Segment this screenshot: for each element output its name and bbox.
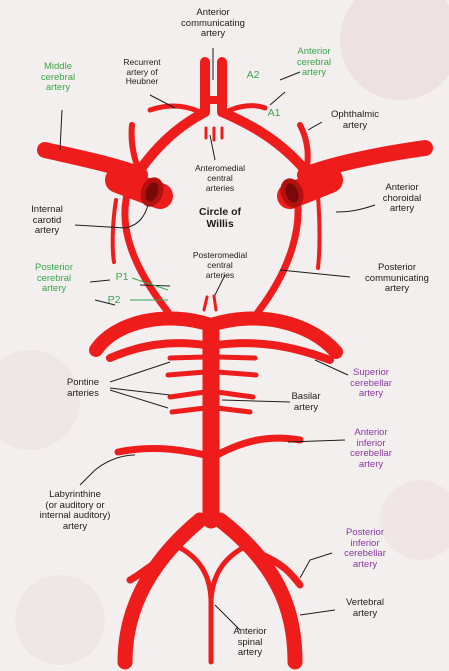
artery-network <box>45 62 425 662</box>
recurrent-artery-of-heubner <box>150 106 200 112</box>
label-posteromedial: Posteromedial central arteries <box>180 250 260 280</box>
label-middle-cerebral: Middle cerebral artery <box>28 62 88 94</box>
label-a2: A2 <box>243 70 263 81</box>
label-anterior-communicating: Anterior communicating artery <box>165 8 261 40</box>
label-internal-carotid: Internal carotid artery <box>22 205 72 237</box>
label-superior-cerebellar: Superior cerebellar artery <box>335 368 407 400</box>
label-basilar: Basilar artery <box>278 392 334 413</box>
anterior-inferior-cerebellar-artery <box>118 448 205 455</box>
left-middle-cerebral-artery <box>45 150 140 175</box>
label-p1: P1 <box>112 272 132 283</box>
right-middle-cerebral-artery <box>305 148 425 175</box>
label-a1: A1 <box>264 108 284 119</box>
label-vertebral: Vertebral artery <box>330 598 400 619</box>
label-posterior-cerebral: Posterior cerebral artery <box>24 263 84 295</box>
label-recurrent-heubner: Recurrent artery of Heubner <box>112 58 172 87</box>
label-posterior-communicating: Posterior communicating artery <box>345 263 449 295</box>
left-vertebral-artery <box>125 520 200 662</box>
pontine-artery <box>170 357 205 358</box>
anterior-spinal-artery <box>175 545 211 662</box>
label-labyrinthine: Labyrinthine (or auditory or internal au… <box>20 490 130 532</box>
label-anterior-choroidal: Anterior choroidal artery <box>364 183 440 215</box>
label-circle-of-willis: Circle of Willis <box>180 207 260 230</box>
label-anterior-inferior-cerebellar: Anterior inferior cerebellar artery <box>335 428 407 470</box>
label-anterior-spinal: Anterior spinal artery <box>220 627 280 659</box>
label-ophthalmic: Ophthalmic artery <box>318 110 392 131</box>
anterior-choroidal-artery <box>318 195 320 268</box>
label-anteromedial: Anteromedial central arteries <box>180 163 260 193</box>
label-posterior-inferior-cerebellar: Posterior inferior cerebellar artery <box>324 528 406 570</box>
label-p2: P2 <box>104 295 124 306</box>
label-anterior-cerebral: Anterior cerebral artery <box>280 47 348 79</box>
label-pontine: Pontine arteries <box>55 378 111 399</box>
